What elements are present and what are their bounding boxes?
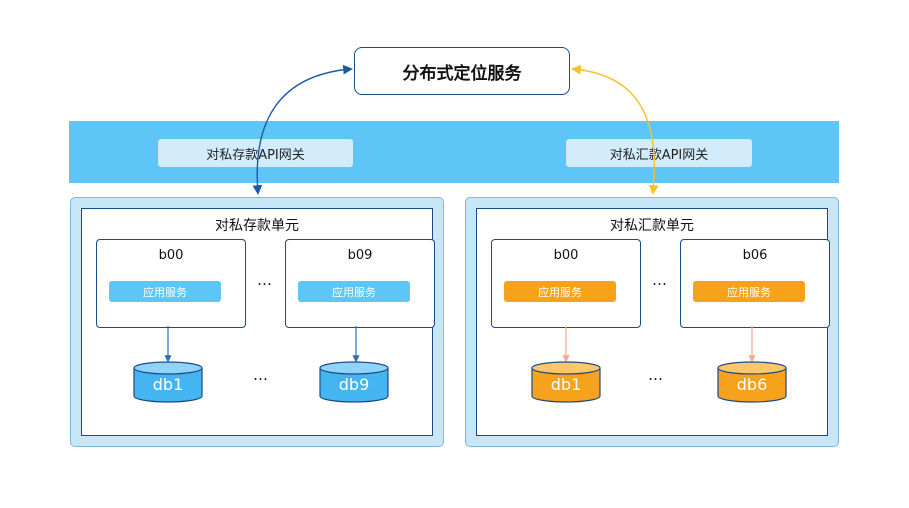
remittance-unit: 对私汇款单元 b00 应用服务 … b06 应用服务 … xyxy=(465,197,839,447)
shard-name: b06 xyxy=(742,248,768,263)
shard-name: b00 xyxy=(553,248,579,263)
remittance-shard-b06: b06 应用服务 xyxy=(680,239,830,328)
left-locator-arrow xyxy=(252,64,353,195)
db-cylinder-left-1 xyxy=(133,361,203,403)
remittance-unit-title: 对私汇款单元 xyxy=(610,218,694,234)
app-service-badge: 应用服务 xyxy=(109,281,221,302)
db-ellipsis: … xyxy=(648,366,664,384)
db-cylinder-right-1 xyxy=(531,361,601,403)
db-cylinder-left-2 xyxy=(319,361,389,403)
deposit-shard-b09: b09 应用服务 xyxy=(285,239,435,328)
shard-name: b09 xyxy=(347,248,373,263)
shard-ellipsis: … xyxy=(652,271,668,289)
db-label: db1 xyxy=(152,375,184,394)
db-cylinder-right-2 xyxy=(717,361,787,403)
deposit-shard-b00: b00 应用服务 xyxy=(96,239,246,328)
shard-ellipsis: … xyxy=(257,271,273,289)
right-locator-arrow xyxy=(571,64,659,195)
db-label: db1 xyxy=(550,375,582,394)
distributed-locator-service: 分布式定位服务 xyxy=(354,47,570,95)
shard-name: b00 xyxy=(158,248,184,263)
remittance-shard-b00: b00 应用服务 xyxy=(491,239,641,328)
deposit-unit-title: 对私存款单元 xyxy=(215,218,299,234)
deposit-unit: 对私存款单元 b00 应用服务 … b09 应用服务 … xyxy=(70,197,444,447)
app-service-badge: 应用服务 xyxy=(504,281,616,302)
db-label: db9 xyxy=(338,375,370,394)
db-label: db6 xyxy=(736,375,768,394)
remittance-unit-inner: 对私汇款单元 b00 应用服务 … b06 应用服务 … xyxy=(476,208,830,436)
db-ellipsis: … xyxy=(253,366,269,384)
deposit-unit-inner: 对私存款单元 b00 应用服务 … b09 应用服务 … xyxy=(81,208,435,436)
app-service-badge: 应用服务 xyxy=(298,281,410,302)
app-service-badge: 应用服务 xyxy=(693,281,805,302)
